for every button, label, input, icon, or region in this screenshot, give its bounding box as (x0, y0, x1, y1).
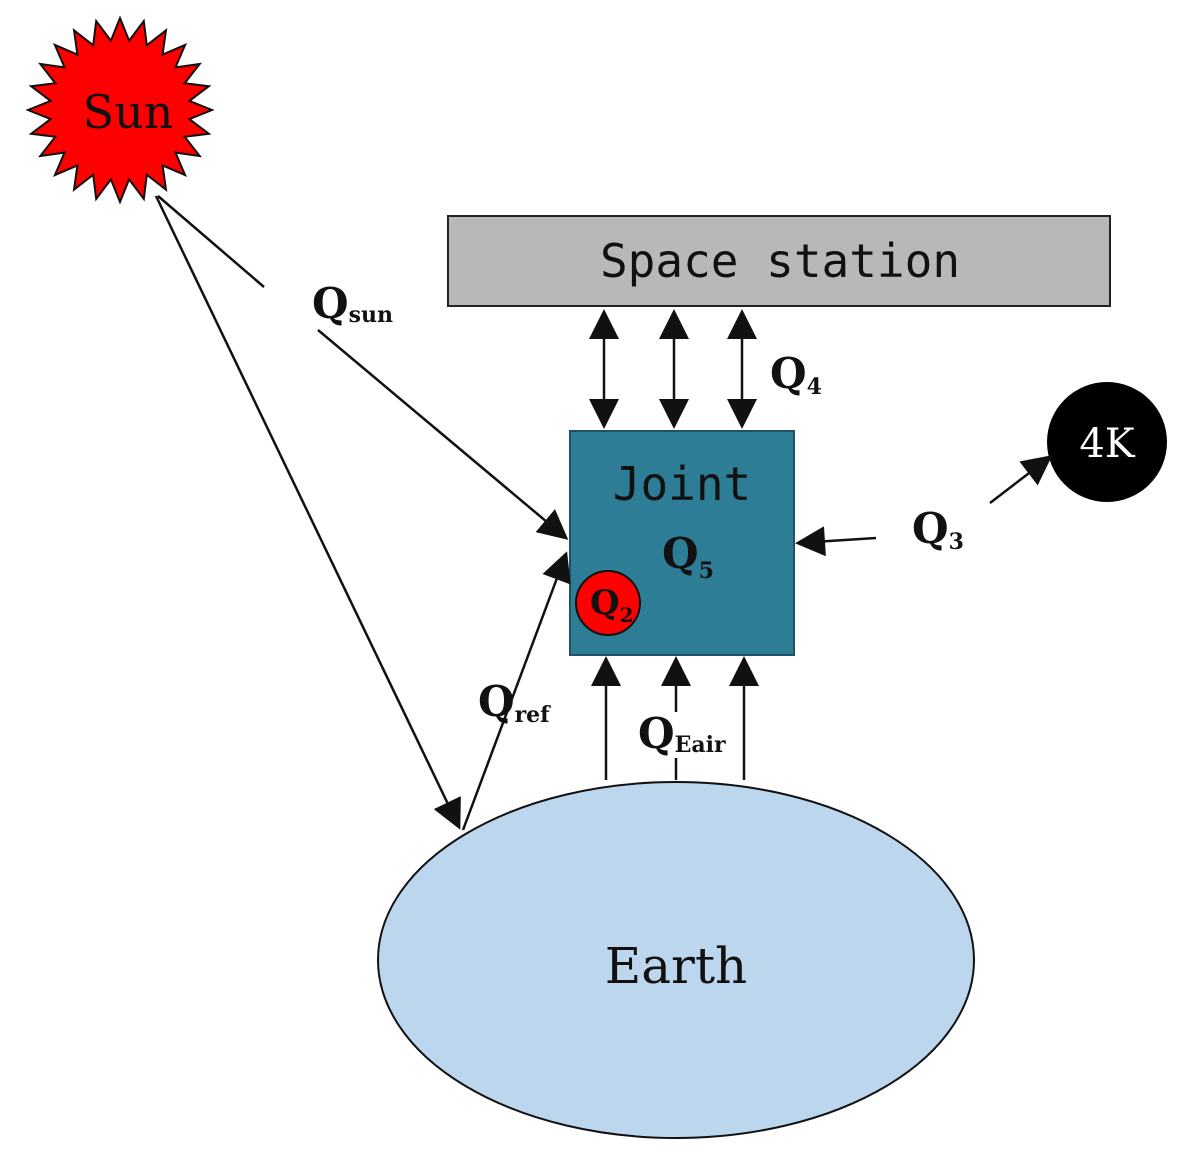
q3-to-deep-space-arrow (989, 455, 1053, 504)
earth-ellipse (377, 781, 975, 1139)
earth-reflect-arrow (461, 551, 571, 831)
q2-main: Q (590, 583, 620, 623)
q5-sub: 5 (699, 558, 714, 584)
q-ref-label: Qref (478, 677, 551, 728)
sun-node: Sun (25, 15, 215, 205)
q5-label: Q5 (662, 529, 714, 584)
sun-star-shape (25, 15, 215, 205)
q-eair-label-bg (636, 712, 722, 758)
space-station-label: Space station (600, 234, 960, 288)
q2-label: Q2 (590, 583, 634, 627)
q4-label: Q4 (770, 349, 822, 400)
deep-space-label: 4K (1079, 421, 1135, 467)
q-eair-label: QEair (638, 709, 726, 758)
earth-node: Earth (377, 781, 975, 1139)
q3-into-joint-arrow (795, 526, 877, 557)
q-eair-sub: Eair (675, 732, 726, 758)
joint-label: Joint (613, 457, 751, 511)
q2-marker (575, 570, 641, 636)
q3-sub: 3 (949, 529, 964, 555)
q-ref-main: Q (478, 677, 515, 726)
joint-node: Joint Q5 Q2 (569, 430, 795, 656)
q4-main: Q (770, 349, 807, 398)
sun-to-earth-arrow (154, 195, 461, 830)
sun-ray-segment (157, 195, 265, 288)
sun-to-joint-arrow (317, 329, 569, 540)
earth-label: Earth (605, 937, 748, 995)
q3-label: Q3 (912, 504, 964, 555)
deep-space-node: 4K (1047, 382, 1167, 502)
space-station-node: Space station (447, 215, 1111, 307)
q-sun-main: Q (312, 279, 349, 328)
space-station-box (447, 215, 1111, 307)
q-sun-label: Qsun (312, 279, 393, 328)
q-ref-sub: ref (515, 702, 552, 728)
q2-sub: 2 (620, 603, 634, 627)
sun-label: Sun (83, 85, 174, 139)
q5-main: Q (662, 529, 699, 578)
q3-main: Q (912, 504, 949, 553)
q-sun-sub: sun (349, 302, 393, 328)
q4-sub: 4 (807, 374, 822, 400)
q-eair-main: Q (638, 709, 675, 758)
deep-space-circle (1047, 382, 1167, 502)
